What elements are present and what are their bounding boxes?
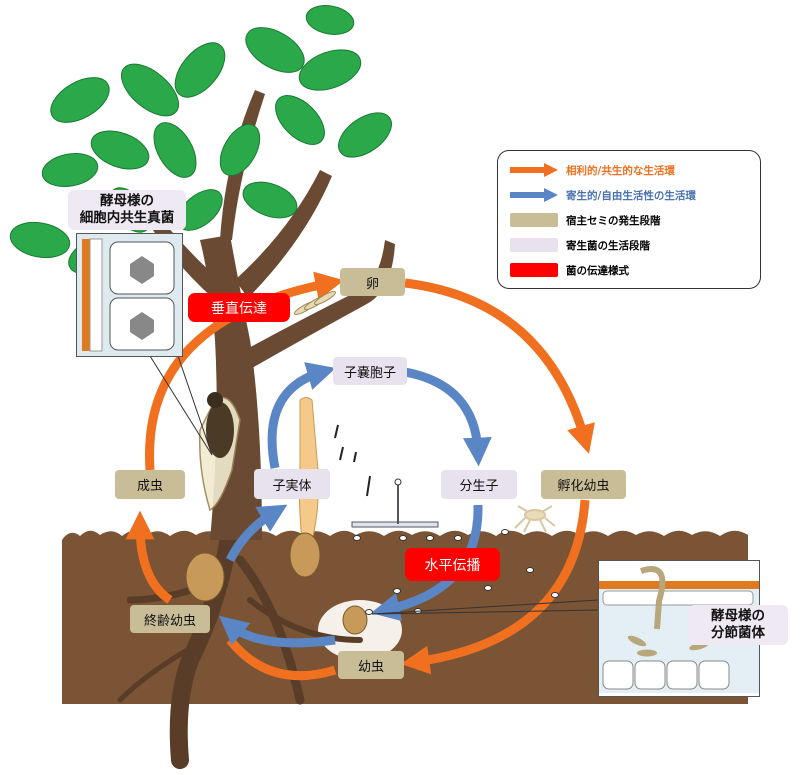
stage-adult: 成虫 [115,470,185,499]
callout-pointers [149,355,599,615]
legend-parasitic: 寄生的/自由生活性の生活環 [510,184,696,206]
stage-conidium: 分生子 [441,470,517,499]
stage-hatchling: 孵化幼虫 [541,470,626,499]
intracellular-symbiont-label: 酵母様の 細胞内共生真菌 [68,190,186,230]
egg-cluster [294,290,336,316]
legend-mutualistic-label: 相利的/共生的な生活環 [566,164,675,177]
burrow-nymph [342,605,368,635]
intracellular-label-line2: 細胞内共生真菌 [79,210,175,226]
final-instar-nymph [185,552,225,602]
intracellular-symbiont-panel [76,233,183,357]
stage-ascospore: 子嚢胞子 [333,357,407,385]
legend-fungus-stage-label: 寄生菌の生活段階 [566,239,650,252]
tree-leaves [9,5,392,275]
legend-parasitic-label: 寄生的/自由生活性の生活環 [566,189,696,202]
segmented-body-label: 酵母様の 分節菌体 [688,605,788,645]
transmission-swatch [510,263,558,277]
hatchling-nymph [514,505,556,533]
tissue-illustration [599,566,759,693]
legend-host-stage-label: 宿主セミの発生段階 [566,214,661,227]
blue-arrow-icon [510,188,558,202]
orange-arrow-icon [510,163,558,177]
intracellular-label-line1: 酵母様の [100,193,154,209]
host-stage-swatch [510,213,558,227]
fruiting-body [289,397,321,578]
germinating-spore [351,478,439,528]
ascospores [334,424,371,497]
horizontal-transmission: 水平伝播 [405,548,500,581]
stage-final-instar: 終齢幼虫 [130,605,210,633]
legend-fungus-stage: 寄生菌の生活段階 [510,234,650,256]
legend-host-stage: 宿主セミの発生段階 [510,209,661,231]
fungus-stage-swatch [510,238,558,252]
stage-nymph: 幼虫 [338,651,404,679]
soil-layer [62,530,748,704]
stage-fruiting-body: 子実体 [254,469,330,499]
legend-mutualistic: 相利的/共生的な生活環 [510,159,675,181]
stage-egg: 卵 [340,268,405,296]
segmented-body-panel [598,560,760,697]
segmented-label-line1: 酵母様の [711,608,765,624]
adult-cicada [198,392,241,512]
vertical-transmission: 垂直伝達 [188,293,290,322]
legend-transmission-label: 菌の伝達様式 [566,264,629,277]
legend-transmission: 菌の伝達様式 [510,259,629,281]
legend: 相利的/共生的な生活環 寄生的/自由生活性の生活環 宿主セミの発生段階 寄生菌の… [497,150,761,289]
host-cell-illustration [82,238,175,352]
segmented-label-line2: 分節菌体 [711,625,765,641]
